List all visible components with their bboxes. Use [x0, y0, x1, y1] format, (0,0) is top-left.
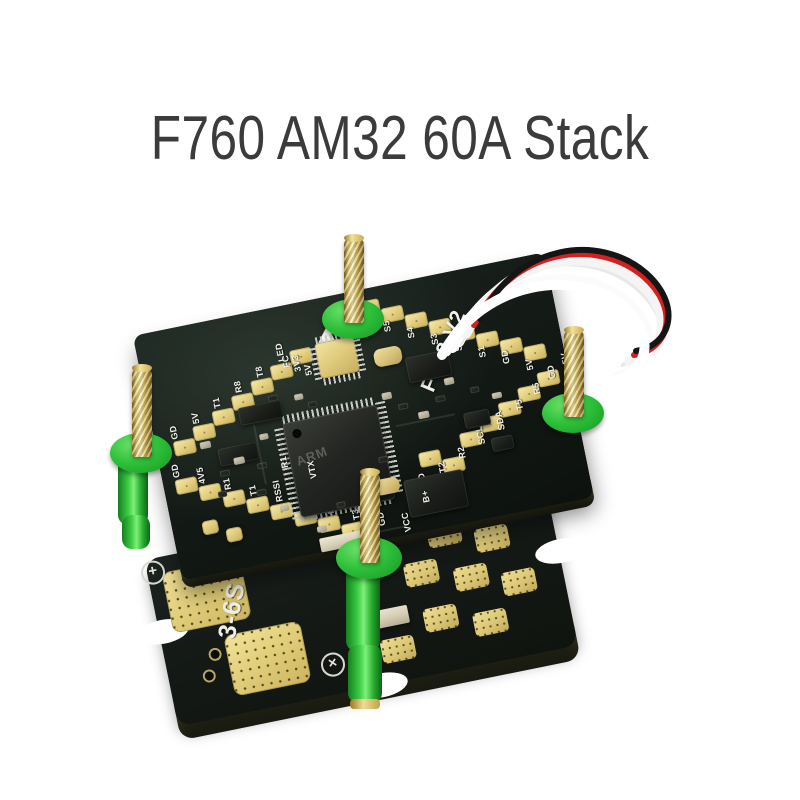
pad-label-s4: S4	[404, 325, 417, 340]
pad-label-r1-l: R1	[221, 477, 234, 491]
inner-label-r1: R1	[277, 455, 291, 470]
standoff-screw	[344, 237, 364, 323]
grommet-tube	[122, 515, 150, 549]
pad-label-gd-l: GD	[169, 463, 182, 479]
polarity-minus: ×	[318, 650, 348, 679]
standoff-screw	[564, 329, 584, 417]
inner-label-bplus: B+	[419, 489, 432, 504]
ic-chip	[403, 468, 470, 519]
pad-label-t1-tl: T1	[210, 396, 223, 410]
pad-label-4v5: 4V5	[194, 466, 208, 485]
product-photo: + × 3-6S	[110, 215, 690, 775]
pad-label-t8-tl: T8	[253, 365, 266, 379]
page-title: F760 AM32 60A Stack	[150, 104, 650, 173]
ic-chip	[490, 434, 515, 453]
pad-label-r2: R2	[455, 445, 468, 460]
pad-label-r8-tl: R8	[231, 379, 245, 394]
ribbon-cable	[437, 246, 672, 386]
pad-label-5v-tl: 5V	[189, 411, 202, 425]
standoff-screw	[132, 367, 152, 457]
grommet-tube	[348, 645, 382, 703]
standoff-screw	[360, 471, 380, 563]
pad-label-gd-tl: GD	[167, 424, 181, 441]
pad-label-rssi: RSSI	[270, 479, 285, 503]
inner-label-5v: 5V	[301, 363, 315, 377]
crystal-oscillator	[372, 344, 404, 369]
standoff-nut	[350, 699, 380, 709]
